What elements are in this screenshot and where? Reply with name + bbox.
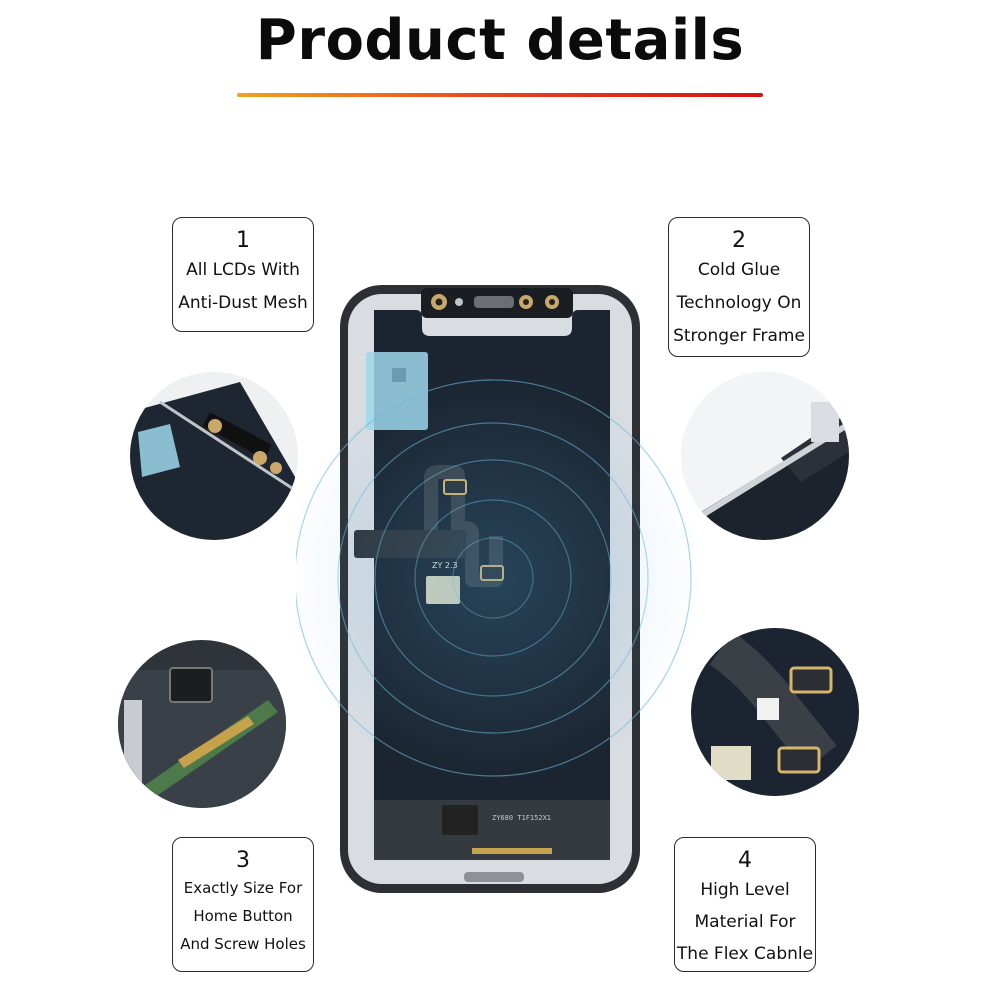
callout-line: Home Button (193, 907, 293, 925)
bottom-bracket (464, 872, 524, 882)
callout-line: Technology On (676, 293, 802, 313)
callout-feature-2: 2 Cold Glue Technology On Stronger Frame (668, 217, 810, 357)
callout-feature-4: 4 High Level Material For The Flex Cabnl… (674, 837, 816, 972)
callout-number: 1 (236, 228, 250, 253)
callout-line: Material For (694, 912, 796, 932)
highlight-ring (337, 422, 649, 734)
detail-circle-home-button (118, 640, 286, 808)
board-connector (472, 848, 552, 854)
earpiece-grill (474, 296, 514, 308)
detail-circle-flex-cable (691, 628, 859, 796)
flex-label: ZY 2.3 (432, 561, 458, 570)
lcd-assembly-image: ZY 2.3 ZY680 T1F152X1 (296, 285, 696, 893)
sensor-hole (455, 298, 463, 306)
callout-line: Stronger Frame (673, 326, 805, 346)
detail-circle-mesh (130, 372, 298, 540)
callout-number: 3 (236, 848, 250, 873)
home-chip (442, 805, 478, 835)
highlight-ring (414, 499, 572, 657)
callout-number: 4 (738, 848, 752, 873)
callout-line: Anti-Dust Mesh (178, 293, 308, 313)
callout-feature-1: 1 All LCDs With Anti-Dust Mesh (172, 217, 314, 332)
highlight-ring (374, 459, 612, 697)
title-underline (237, 93, 763, 97)
callout-number: 2 (732, 228, 746, 253)
board-label: ZY680 T1F152X1 (492, 814, 551, 822)
highlight-ring (452, 537, 534, 619)
callout-line: The Flex Cabnle (676, 944, 814, 964)
callout-line: And Screw Holes (180, 935, 306, 953)
callout-line: All LCDs With (186, 260, 300, 280)
detail-circle-glue (681, 372, 849, 540)
callout-feature-3: 3 Exactly Size For Home Button And Screw… (172, 837, 314, 972)
highlight-ring (296, 379, 692, 777)
callout-line: High Level (700, 880, 790, 900)
callout-line: Cold Glue (697, 260, 781, 280)
page-title: Product details (255, 8, 745, 73)
callout-line: Exactly Size For (183, 879, 303, 897)
